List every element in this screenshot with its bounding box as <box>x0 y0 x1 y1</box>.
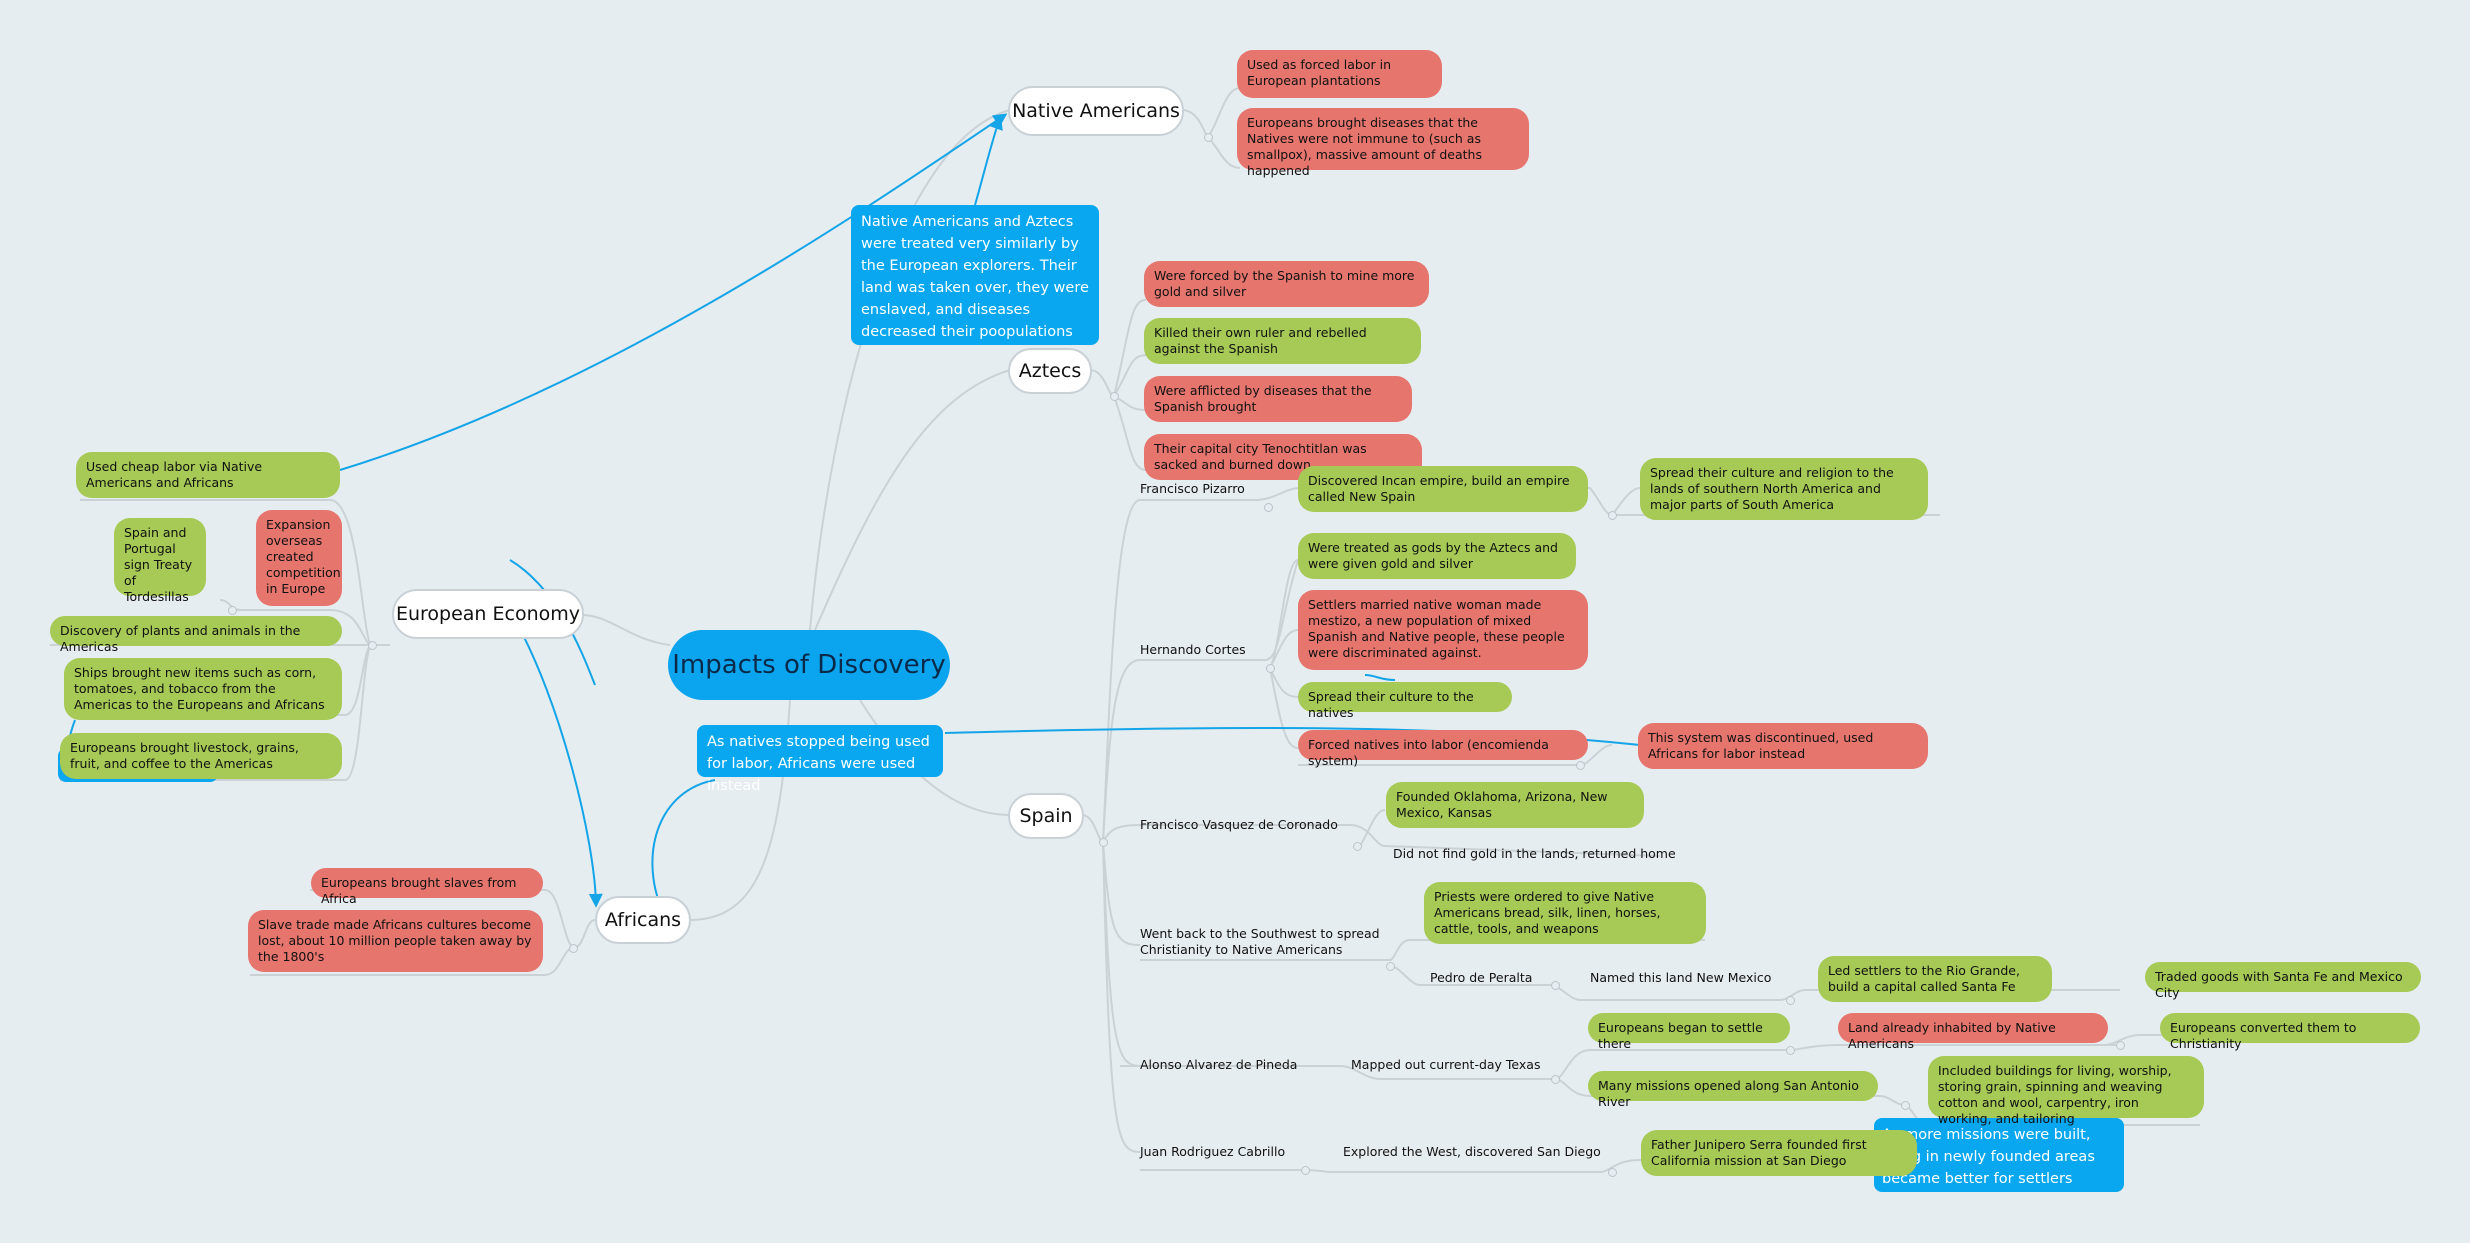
connector-dot <box>1576 761 1585 770</box>
economy-ships[interactable]: Ships brought new items such as corn, to… <box>64 658 342 720</box>
spain-cortes[interactable]: Hernando Cortes <box>1140 642 1246 657</box>
topic-spain[interactable]: Spain <box>1008 793 1084 839</box>
connector-dot <box>1786 1046 1795 1055</box>
connector-dot <box>368 641 377 650</box>
connector-dot <box>1353 842 1362 851</box>
africans-cultures[interactable]: Slave trade made Africans cultures becom… <box>248 910 543 972</box>
economy-livestock[interactable]: Europeans brought livestock, grains, fru… <box>60 733 342 779</box>
connector-dot <box>1786 996 1795 1005</box>
pineda-converted[interactable]: Europeans converted them to Christianity <box>2160 1013 2420 1051</box>
connector-dot <box>1301 1166 1310 1175</box>
connector-dot <box>1901 1101 1910 1110</box>
root-topic[interactable]: Impacts of Discovery <box>668 630 950 700</box>
pineda-inhabited[interactable]: Land already inhabited by Native America… <box>1838 1013 2108 1051</box>
southwest-santafe[interactable]: Led settlers to the Rio Grande, build a … <box>1818 956 2052 1002</box>
economy-cheap-labor[interactable]: Used cheap labor via Native Americans an… <box>76 452 340 498</box>
coronado-gold[interactable]: Did not find gold in the lands, returned… <box>1393 846 1676 861</box>
southwest-peralta[interactable]: Pedro de Peralta <box>1430 970 1533 985</box>
connector-dot <box>1266 664 1275 673</box>
connector-dot <box>1099 838 1108 847</box>
connector-dot <box>1551 1075 1560 1084</box>
connector-dot <box>1551 981 1560 990</box>
cabrillo-explored[interactable]: Explored the West, discovered San Diego <box>1343 1144 1601 1159</box>
connector-dot <box>1110 392 1119 401</box>
pineda-mapped[interactable]: Mapped out current-day Texas <box>1351 1057 1541 1072</box>
connector-dot <box>1386 962 1395 971</box>
coronado-founded[interactable]: Founded Oklahoma, Arizona, New Mexico, K… <box>1386 782 1644 828</box>
cortes-encomienda[interactable]: Forced natives into labor (encomienda sy… <box>1298 730 1588 768</box>
connector-dot <box>1204 133 1213 142</box>
connector-dot <box>228 606 237 615</box>
topic-native-americans[interactable]: Native Americans <box>1008 86 1184 136</box>
spain-coronado[interactable]: Francisco Vasquez de Coronado <box>1140 817 1338 832</box>
pineda-buildings[interactable]: Included buildings for living, worship, … <box>1928 1056 2204 1126</box>
spain-pizarro[interactable]: Francisco Pizarro <box>1140 481 1245 496</box>
pineda-settle[interactable]: Europeans began to settle there <box>1588 1013 1790 1051</box>
spain-cabrillo[interactable]: Juan Rodriguez Cabrillo <box>1140 1144 1286 1159</box>
economy-expansion[interactable]: Expansion overseas created competition i… <box>256 510 342 606</box>
spain-pineda[interactable]: Alonso Alvarez de Pineda <box>1140 1057 1298 1072</box>
cortes-mestizo[interactable]: Settlers married native woman made mesti… <box>1298 590 1588 670</box>
callout-africans-labor[interactable]: As natives stopped being used for labor,… <box>697 725 943 794</box>
topic-european-economy[interactable]: European Economy <box>392 589 584 639</box>
aztecs-diseases[interactable]: Were afflicted by diseases that the Span… <box>1144 376 1412 422</box>
connector-dot <box>1608 511 1617 520</box>
spain-southwest[interactable]: Went back to the Southwest to spread Chr… <box>1140 926 1380 957</box>
cortes-gods[interactable]: Were treated as gods by the Aztecs and w… <box>1298 533 1576 579</box>
africans-slaves[interactable]: Europeans brought slaves from Africa <box>311 868 543 906</box>
topic-africans[interactable]: Africans <box>595 896 691 944</box>
callout-native-aztec[interactable]: Native Americans and Aztecs were treated… <box>851 205 1099 345</box>
connector-dot <box>1264 503 1273 512</box>
native-diseases[interactable]: Europeans brought diseases that the Nati… <box>1237 108 1529 178</box>
southwest-priests[interactable]: Priests were ordered to give Native Amer… <box>1424 882 1706 944</box>
connector-dot <box>1608 1168 1617 1177</box>
native-forced-labor[interactable]: Used as forced labor in European plantat… <box>1237 50 1442 98</box>
cortes-culture[interactable]: Spread their culture to the natives <box>1298 682 1512 720</box>
economy-spain-portugal[interactable]: Spain and Portugal sign Treaty of Tordes… <box>114 518 206 604</box>
pizarro-spread[interactable]: Spread their culture and religion to the… <box>1640 458 1928 520</box>
cortes-discontinued[interactable]: This system was discontinued, used Afric… <box>1638 723 1928 769</box>
aztecs-rebelled[interactable]: Killed their own ruler and rebelled agai… <box>1144 318 1421 364</box>
topic-aztecs[interactable]: Aztecs <box>1008 348 1092 394</box>
cabrillo-serra[interactable]: Father Junipero Serra founded first Cali… <box>1641 1130 1917 1176</box>
southwest-named[interactable]: Named this land New Mexico <box>1590 970 1772 985</box>
pineda-missions[interactable]: Many missions opened along San Antonio R… <box>1588 1071 1878 1109</box>
pizarro-incan[interactable]: Discovered Incan empire, build an empire… <box>1298 466 1588 512</box>
connector-dot <box>569 944 578 953</box>
aztecs-mine[interactable]: Were forced by the Spanish to mine more … <box>1144 261 1429 307</box>
economy-discovery[interactable]: Discovery of plants and animals in the A… <box>50 616 342 654</box>
connector-dot <box>2116 1041 2125 1050</box>
southwest-traded[interactable]: Traded goods with Santa Fe and Mexico Ci… <box>2145 962 2421 1000</box>
